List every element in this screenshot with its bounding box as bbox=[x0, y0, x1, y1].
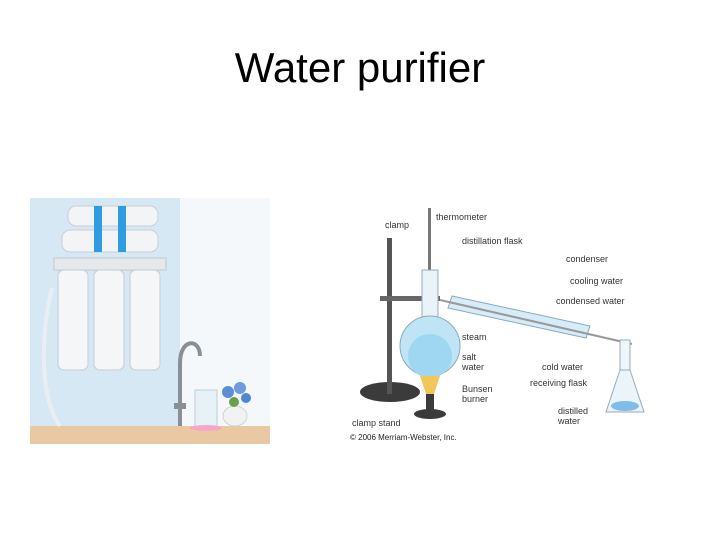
label-receiving-flask: receiving flask bbox=[530, 378, 588, 388]
thermometer bbox=[428, 208, 431, 328]
label-clamp-stand: clamp stand bbox=[352, 418, 401, 428]
receiving-flask-neck bbox=[619, 339, 631, 371]
copyright-text: © 2006 Merriam-Webster, Inc. bbox=[350, 433, 457, 442]
faucet-handle bbox=[174, 403, 186, 409]
stand-rod bbox=[387, 238, 392, 394]
flower-pot bbox=[222, 405, 248, 427]
flower-3 bbox=[241, 393, 251, 403]
filter-canister-2 bbox=[93, 269, 125, 371]
blue-clip-1 bbox=[94, 206, 102, 252]
burner-base bbox=[414, 409, 446, 419]
top-housing-1 bbox=[67, 205, 159, 227]
filter-canister-3 bbox=[129, 269, 161, 371]
label-distilled: distilled bbox=[558, 406, 588, 416]
label-salt: salt bbox=[462, 352, 477, 362]
water-glass bbox=[194, 389, 218, 427]
top-housing-2 bbox=[61, 229, 159, 253]
filter-canister-1 bbox=[57, 269, 89, 371]
label-cold-water: cold water bbox=[542, 362, 583, 372]
label-distillation-flask: distillation flask bbox=[462, 236, 523, 246]
flower-2 bbox=[234, 382, 246, 394]
distillation-diagram: clamp thermometer distillation flask con… bbox=[350, 208, 645, 442]
clamp-arm bbox=[380, 296, 440, 301]
blue-clip-2 bbox=[118, 206, 126, 252]
counter-top bbox=[30, 426, 270, 444]
flower-1 bbox=[222, 386, 234, 398]
glass-coaster bbox=[190, 425, 222, 431]
label-water: water bbox=[461, 362, 484, 372]
condenser-tube bbox=[447, 295, 591, 339]
label-thermometer: thermometer bbox=[436, 212, 487, 222]
label-burner: burner bbox=[462, 394, 488, 404]
faucet bbox=[178, 341, 202, 426]
inner-tube bbox=[439, 299, 633, 345]
distilled-water-liquid bbox=[611, 401, 639, 411]
slide-title: Water purifier bbox=[234, 44, 486, 91]
water-tube bbox=[41, 287, 62, 428]
receiving-flask bbox=[605, 369, 645, 413]
label-condenser: condenser bbox=[566, 254, 608, 264]
label-bunsen: Bunsen bbox=[462, 384, 493, 394]
bunsen-burner bbox=[426, 394, 434, 412]
bunsen-flame bbox=[420, 376, 440, 394]
mounting-bracket bbox=[53, 257, 167, 271]
leaves bbox=[229, 397, 239, 407]
label-distilled-water: water bbox=[557, 416, 580, 426]
salt-water-liquid bbox=[408, 334, 452, 378]
flask-neck bbox=[421, 269, 439, 321]
label-cooling-water: cooling water bbox=[570, 276, 623, 286]
water-purifier-photo bbox=[30, 198, 270, 444]
label-steam: steam bbox=[462, 332, 487, 342]
label-condensed-water: condensed water bbox=[556, 296, 625, 306]
label-clamp: clamp bbox=[385, 220, 409, 230]
